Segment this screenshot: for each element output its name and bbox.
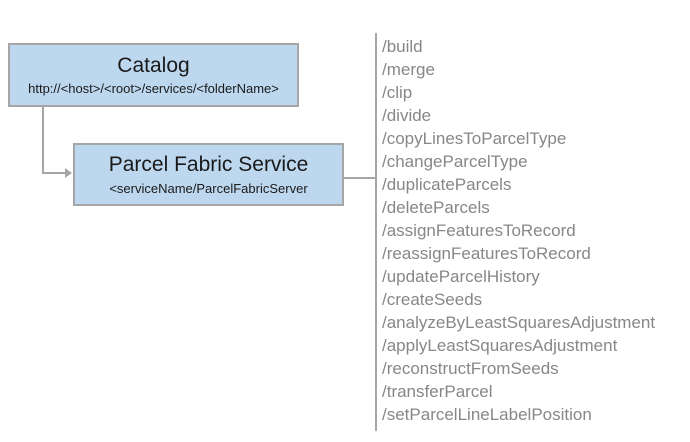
- endpoint-item: /updateParcelHistory: [382, 267, 540, 286]
- endpoint-item: /createSeeds: [382, 290, 483, 309]
- endpoint-item: /reconstructFromSeeds: [382, 359, 559, 378]
- endpoint-item: /copyLinesToParcelType: [382, 129, 567, 148]
- arrowhead-icon: [65, 168, 72, 178]
- connector-service-to-endpoints: [343, 177, 376, 179]
- endpoint-item: /assignFeaturesToRecord: [382, 221, 576, 240]
- service-node: Parcel Fabric Service <serviceName/Parce…: [73, 143, 344, 206]
- catalog-url: http://<host>/<root>/services/<folderNam…: [28, 81, 279, 97]
- endpoint-list-divider: [375, 33, 377, 431]
- endpoint-item: /divide: [382, 106, 432, 125]
- endpoint-item: /changeParcelType: [382, 152, 528, 171]
- endpoint-list: /build/merge/clip/divide/copyLinesToParc…: [382, 35, 682, 426]
- connector-catalog-down: [42, 107, 44, 174]
- endpoint-item: /setParcelLineLabelPosition: [382, 405, 592, 424]
- endpoint-item: /analyzeByLeastSquaresAdjustment: [382, 313, 656, 332]
- endpoint-item: /reassignFeaturesToRecord: [382, 244, 591, 263]
- service-path: <serviceName/ParcelFabricServer: [109, 180, 308, 196]
- endpoint-item: /applyLeastSquaresAdjustment: [382, 336, 618, 355]
- endpoint-item: /transferParcel: [382, 382, 493, 401]
- endpoint-item: /deleteParcels: [382, 198, 490, 217]
- endpoint-item: /build: [382, 37, 423, 56]
- endpoint-item: /merge: [382, 60, 435, 79]
- connector-catalog-to-service: [42, 172, 67, 174]
- catalog-node: Catalog http://<host>/<root>/services/<f…: [8, 43, 299, 107]
- endpoint-item: /clip: [382, 83, 413, 102]
- catalog-title: Catalog: [117, 53, 190, 77]
- endpoint-item: /duplicateParcels: [382, 175, 512, 194]
- service-title: Parcel Fabric Service: [108, 153, 309, 177]
